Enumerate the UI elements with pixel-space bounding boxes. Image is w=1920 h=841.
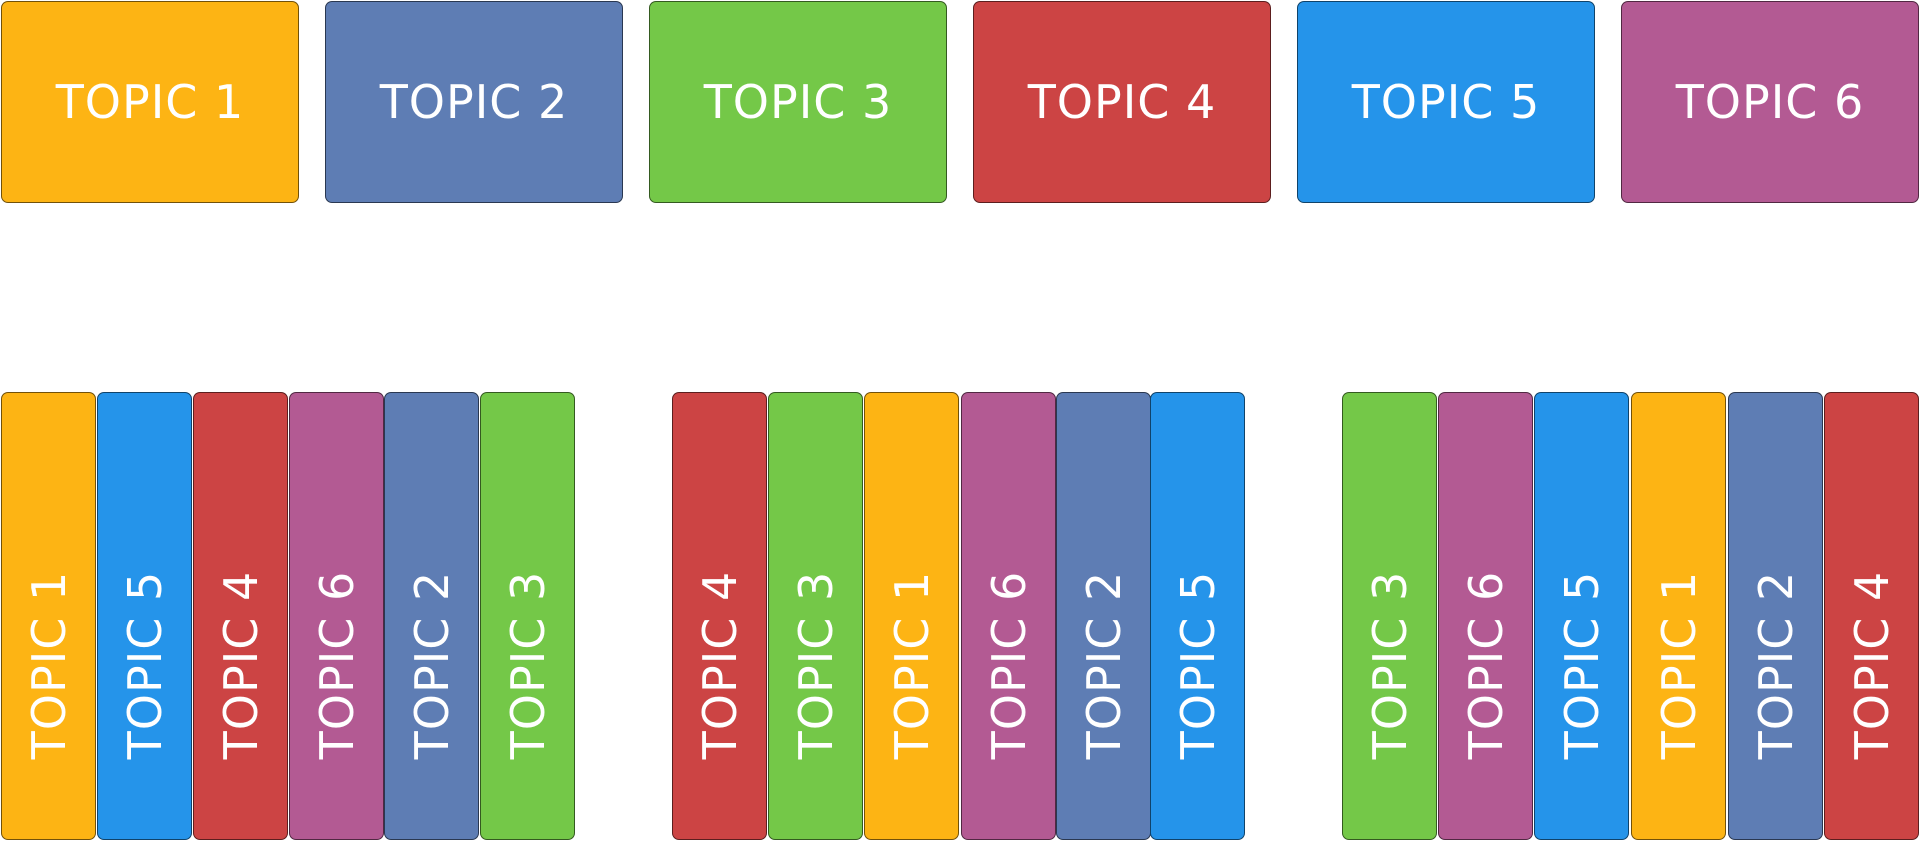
topic-label: TOPIC 2 — [404, 570, 459, 760]
topic-column: TOPIC 3 — [480, 392, 575, 840]
topic-label: TOPIC 4 — [692, 570, 747, 760]
topic-card: TOPIC 1 — [1, 1, 299, 203]
topic-card: TOPIC 4 — [973, 1, 1271, 203]
topic-label: TOPIC 4 — [213, 570, 268, 760]
topic-label: TOPIC 1 — [884, 570, 939, 760]
topic-label: TOPIC 2 — [1076, 570, 1131, 760]
topic-label: TOPIC 6 — [981, 570, 1036, 760]
topic-label: TOPIC 6 — [309, 570, 364, 760]
topic-column: TOPIC 6 — [1438, 392, 1533, 840]
topic-label: TOPIC 5 — [117, 570, 172, 760]
topic-label: TOPIC 3 — [500, 570, 555, 760]
topic-column: TOPIC 4 — [1824, 392, 1919, 840]
topic-column: TOPIC 4 — [193, 392, 288, 840]
topic-column: TOPIC 3 — [768, 392, 863, 840]
topic-label: TOPIC 3 — [703, 75, 893, 129]
topic-column: TOPIC 5 — [97, 392, 192, 840]
topic-label: TOPIC 2 — [1748, 570, 1803, 760]
topic-column: TOPIC 5 — [1150, 392, 1245, 840]
topic-label: TOPIC 2 — [379, 75, 569, 129]
topic-column: TOPIC 1 — [864, 392, 959, 840]
topic-column: TOPIC 1 — [1, 392, 96, 840]
topic-label: TOPIC 1 — [21, 570, 76, 760]
topic-column: TOPIC 2 — [1056, 392, 1151, 840]
topic-column: TOPIC 6 — [289, 392, 384, 840]
topic-column: TOPIC 4 — [672, 392, 767, 840]
topic-column: TOPIC 2 — [1728, 392, 1823, 840]
topic-label: TOPIC 4 — [1844, 570, 1899, 760]
topic-column: TOPIC 2 — [384, 392, 479, 840]
topic-label: TOPIC 3 — [788, 570, 843, 760]
topic-column: TOPIC 3 — [1342, 392, 1437, 840]
topic-card: TOPIC 3 — [649, 1, 947, 203]
topic-column: TOPIC 5 — [1534, 392, 1629, 840]
topic-column: TOPIC 6 — [961, 392, 1056, 840]
topic-label: TOPIC 5 — [1170, 570, 1225, 760]
topic-label: TOPIC 1 — [55, 75, 245, 129]
topic-column: TOPIC 1 — [1631, 392, 1726, 840]
topic-label: TOPIC 3 — [1362, 570, 1417, 760]
topic-label: TOPIC 1 — [1651, 570, 1706, 760]
topic-label: TOPIC 5 — [1554, 570, 1609, 760]
topic-card: TOPIC 6 — [1621, 1, 1919, 203]
topic-card: TOPIC 2 — [325, 1, 623, 203]
topic-label: TOPIC 6 — [1458, 570, 1513, 760]
topic-card: TOPIC 5 — [1297, 1, 1595, 203]
topic-label: TOPIC 6 — [1675, 75, 1865, 129]
topic-label: TOPIC 5 — [1351, 75, 1541, 129]
topic-label: TOPIC 4 — [1027, 75, 1217, 129]
